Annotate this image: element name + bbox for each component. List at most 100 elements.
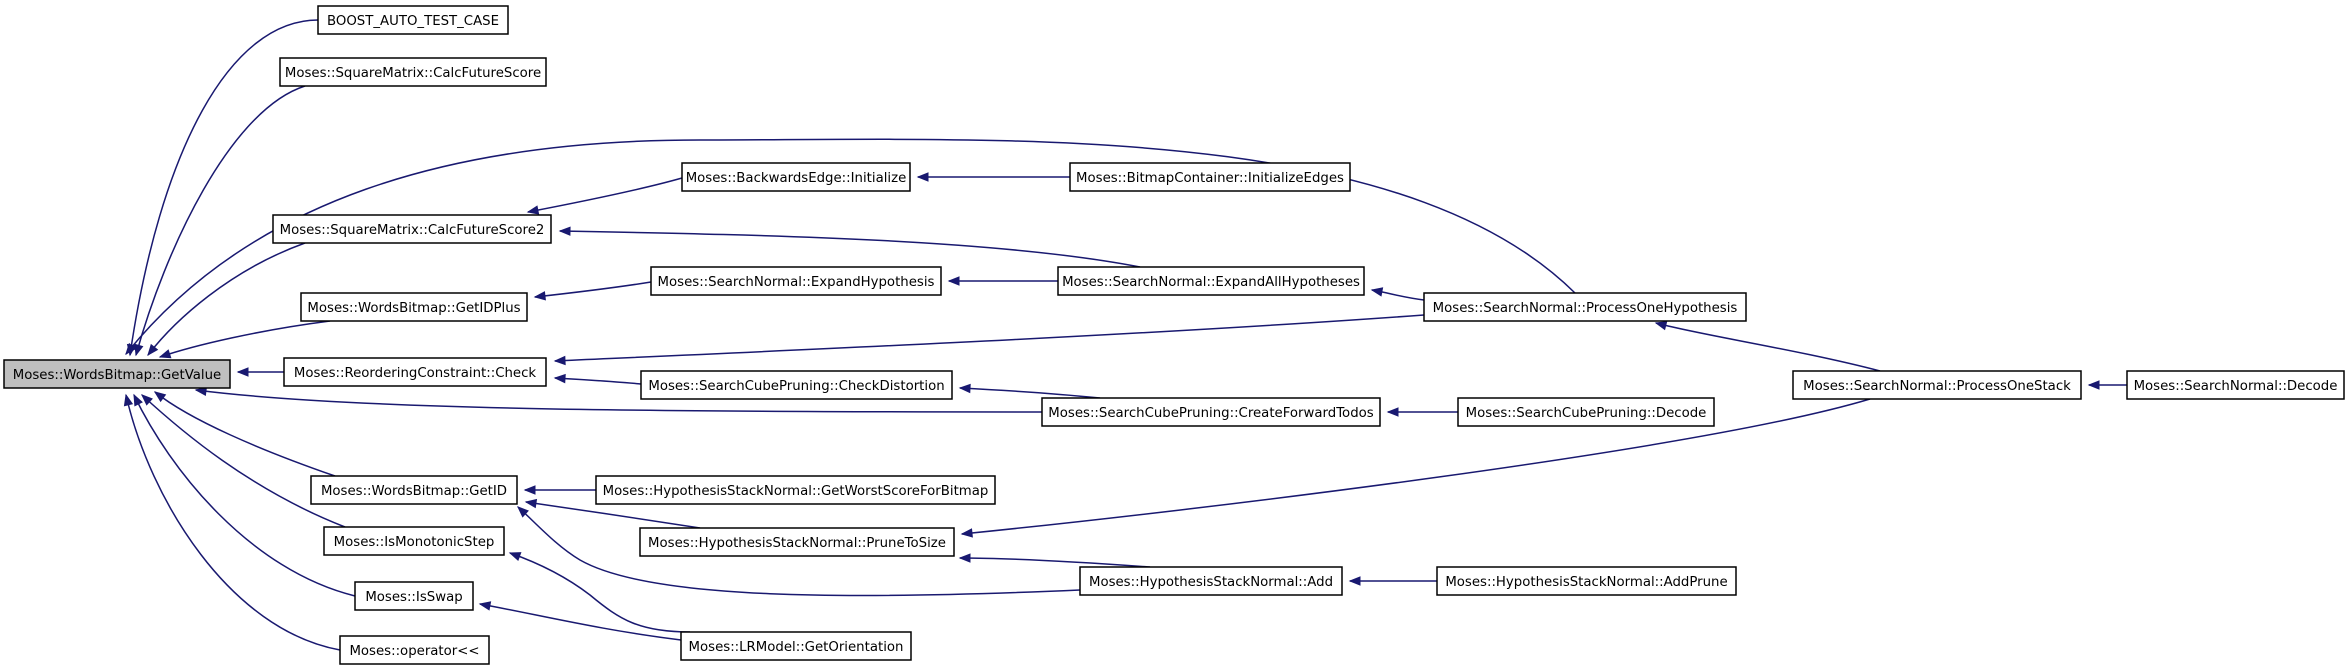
graph-node-prune[interactable]: Moses::HypothesisStackNormal::PruneToSiz… bbox=[639, 527, 955, 557]
node-box[interactable] bbox=[1792, 370, 2082, 400]
node-box[interactable] bbox=[1057, 266, 1365, 296]
node-box[interactable] bbox=[1069, 162, 1351, 192]
node-box[interactable] bbox=[1436, 566, 1737, 596]
node-box[interactable] bbox=[279, 57, 547, 87]
edge-expAll-to-calcFS2 bbox=[558, 226, 1141, 268]
node-label: Moses::SearchCubePruning::CreateForwardT… bbox=[1048, 406, 1373, 421]
graph-node-expHyp[interactable]: Moses::SearchNormal::ExpandHypothesis bbox=[650, 266, 942, 296]
edge-procOneHyp-to-expAll bbox=[1370, 287, 1425, 301]
graph-node-hsAdd[interactable]: Moses::HypothesisStackNormal::Add bbox=[1079, 566, 1343, 596]
graph-node-root[interactable]: Moses::WordsBitmap::GetValue bbox=[3, 359, 231, 389]
edge-arrowhead bbox=[158, 349, 172, 359]
node-box[interactable] bbox=[339, 635, 490, 665]
edge-arrowhead bbox=[153, 391, 167, 403]
edge-getOrient-to-isMono bbox=[508, 552, 691, 633]
graph-node-opShift[interactable]: Moses::operator<< bbox=[339, 635, 490, 665]
node-label: Moses::SearchNormal::ProcessOneHypothesi… bbox=[1433, 301, 1738, 316]
graph-node-bcInitEdges[interactable]: Moses::BitmapContainer::InitializeEdges bbox=[1069, 162, 1351, 192]
edge-line bbox=[125, 394, 341, 651]
edge-arrowhead bbox=[916, 172, 929, 182]
edge-arrowhead bbox=[526, 205, 540, 215]
graph-node-calcFS2[interactable]: Moses::SquareMatrix::CalcFutureScore2 bbox=[272, 214, 552, 244]
node-label: Moses::WordsBitmap::GetID bbox=[321, 484, 507, 499]
graph-node-checkDist[interactable]: Moses::SearchCubePruning::CheckDistortio… bbox=[640, 370, 953, 400]
node-box[interactable] bbox=[1041, 397, 1381, 427]
edge-arrowhead bbox=[960, 528, 973, 538]
node-box[interactable] bbox=[1457, 397, 1715, 427]
edge-line bbox=[141, 394, 346, 528]
node-box[interactable] bbox=[1079, 566, 1343, 596]
edge-isMono-to-root bbox=[141, 394, 346, 528]
edge-line bbox=[554, 314, 1425, 362]
graph-node-beInit[interactable]: Moses::BackwardsEdge::Initialize bbox=[681, 162, 911, 192]
node-box[interactable] bbox=[650, 266, 942, 296]
graph-node-getOrient[interactable]: Moses::LRModel::GetOrientation bbox=[680, 631, 912, 661]
graph-node-scpDecode[interactable]: Moses::SearchCubePruning::Decode bbox=[1457, 397, 1715, 427]
node-label: BOOST_AUTO_TEST_CASE bbox=[327, 14, 499, 29]
node-label: Moses::SearchNormal::ProcessOneStack bbox=[1803, 379, 2071, 394]
node-label: Moses::HypothesisStackNormal::PruneToSiz… bbox=[648, 536, 946, 551]
graph-node-getIDPlus[interactable]: Moses::WordsBitmap::GetIDPlus bbox=[300, 292, 528, 322]
graph-node-getID[interactable]: Moses::WordsBitmap::GetID bbox=[310, 475, 518, 505]
edge-line bbox=[527, 177, 683, 213]
root-node-box[interactable] bbox=[3, 359, 231, 389]
node-box[interactable] bbox=[272, 214, 552, 244]
edge-line bbox=[509, 552, 691, 633]
node-box[interactable] bbox=[2126, 370, 2345, 400]
edge-arrowhead bbox=[1654, 321, 1668, 331]
edge-arrowhead bbox=[133, 393, 143, 407]
edge-arrowhead bbox=[141, 394, 153, 406]
edge-arrowhead bbox=[508, 552, 522, 562]
node-box[interactable] bbox=[639, 527, 955, 557]
edge-arrowhead bbox=[236, 367, 249, 377]
edge-arrowhead bbox=[1348, 576, 1361, 586]
edge-arrowhead bbox=[958, 553, 971, 563]
node-label: Moses::IsMonotonicStep bbox=[334, 535, 495, 550]
edge-hsAdd-to-getID bbox=[517, 506, 1081, 597]
edge-arrowhead bbox=[125, 342, 137, 356]
node-label: Moses::HypothesisStackNormal::Add bbox=[1089, 575, 1333, 590]
node-box[interactable] bbox=[640, 370, 953, 400]
graph-node-isSwap[interactable]: Moses::IsSwap bbox=[354, 581, 474, 611]
edge-opShift-to-root bbox=[123, 393, 341, 651]
graph-node-snDecode[interactable]: Moses::SearchNormal::Decode bbox=[2126, 370, 2345, 400]
node-box[interactable] bbox=[680, 631, 912, 661]
graph-node-hsAddPrune[interactable]: Moses::HypothesisStackNormal::AddPrune bbox=[1436, 566, 1737, 596]
node-label: Moses::LRModel::GetOrientation bbox=[689, 640, 904, 655]
node-box[interactable] bbox=[681, 162, 911, 192]
node-box[interactable] bbox=[283, 357, 547, 387]
edge-arrowhead bbox=[1386, 407, 1399, 417]
node-box[interactable] bbox=[354, 581, 474, 611]
edge-prune-to-getID bbox=[524, 498, 701, 529]
edge-arrowhead bbox=[134, 343, 144, 357]
graph-node-expAll[interactable]: Moses::SearchNormal::ExpandAllHypotheses bbox=[1057, 266, 1365, 296]
edge-arrowhead bbox=[2087, 380, 2100, 390]
graph-node-boost[interactable]: BOOST_AUTO_TEST_CASE bbox=[317, 5, 509, 35]
edge-line bbox=[135, 85, 306, 356]
edge-expAll-to-expHyp bbox=[947, 276, 1058, 286]
edge-arrowhead bbox=[524, 498, 538, 509]
node-label: Moses::SearchNormal::ExpandAllHypotheses bbox=[1062, 275, 1360, 290]
edge-calcFS2-to-root bbox=[147, 242, 306, 357]
node-box[interactable] bbox=[595, 475, 996, 505]
graph-node-worstScore[interactable]: Moses::HypothesisStackNormal::GetWorstSc… bbox=[595, 475, 996, 505]
edge-arrowhead bbox=[123, 393, 134, 407]
node-label: Moses::IsSwap bbox=[365, 590, 462, 605]
node-box[interactable] bbox=[300, 292, 528, 322]
node-box[interactable] bbox=[1423, 292, 1747, 322]
node-box[interactable] bbox=[317, 5, 509, 35]
node-label: Moses::SearchNormal::ExpandHypothesis bbox=[658, 275, 935, 290]
edge-scpDecode-to-createFwd bbox=[1386, 407, 1458, 417]
graph-node-rcCheck[interactable]: Moses::ReorderingConstraint::Check bbox=[283, 357, 547, 387]
node-box[interactable] bbox=[323, 526, 505, 556]
graph-node-isMono[interactable]: Moses::IsMonotonicStep bbox=[323, 526, 505, 556]
graph-node-createFwd[interactable]: Moses::SearchCubePruning::CreateForwardT… bbox=[1041, 397, 1381, 427]
node-box[interactable] bbox=[310, 475, 518, 505]
graph-node-calcFS[interactable]: Moses::SquareMatrix::CalcFutureScore bbox=[279, 57, 547, 87]
graph-node-procOneHyp[interactable]: Moses::SearchNormal::ProcessOneHypothesi… bbox=[1423, 292, 1747, 322]
edge-bcInitEdges-to-beInit bbox=[916, 172, 1070, 182]
edge-hsAddPrune-to-hsAdd bbox=[1348, 576, 1437, 586]
edge-line bbox=[154, 391, 336, 477]
node-label: Moses::SquareMatrix::CalcFutureScore2 bbox=[280, 223, 545, 238]
graph-node-procOneStack[interactable]: Moses::SearchNormal::ProcessOneStack bbox=[1792, 370, 2082, 400]
